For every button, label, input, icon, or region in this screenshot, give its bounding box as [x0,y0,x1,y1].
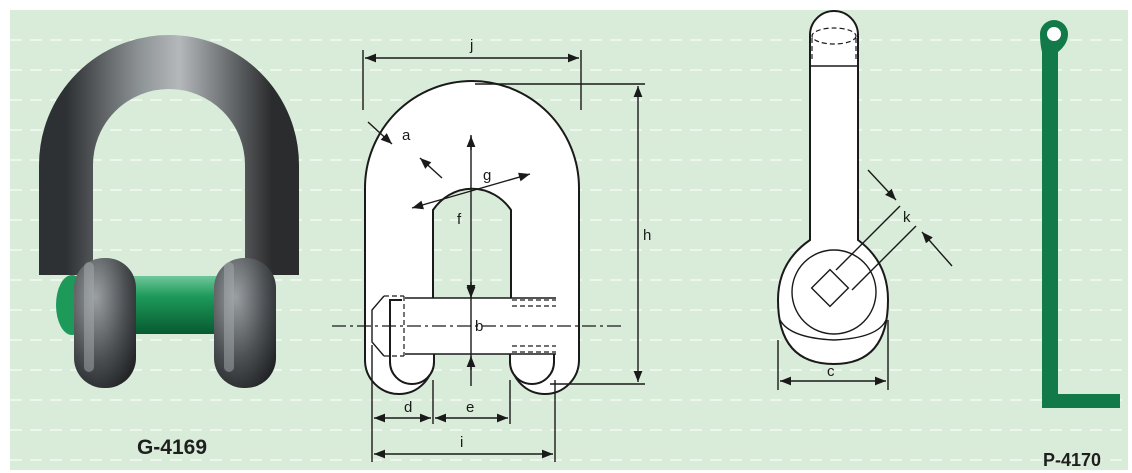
dim-label-d: d [404,399,412,416]
front-view-dimensions [362,50,645,462]
shackle-code: G-4169 [137,436,207,459]
dim-label-f: f [457,211,462,228]
dim-label-b: b [475,318,483,335]
pin-tool-code: P-4170 [1043,450,1101,470]
front-view-labels: j a g f h b d e i [402,37,651,451]
side-view-drawing [776,10,953,390]
dim-label-g: g [483,167,491,184]
l-shaped-pin-tool-icon [1040,20,1120,408]
dim-label-k: k [903,209,911,226]
dim-label-a: a [402,127,411,144]
front-view-drawing [332,80,622,395]
dim-label-j: j [469,37,473,54]
dim-label-h: h [643,227,651,244]
dim-label-c: c [827,363,835,380]
bow-shackle-icon [39,35,299,388]
dim-label-i: i [460,434,463,451]
dim-label-e: e [466,399,474,416]
